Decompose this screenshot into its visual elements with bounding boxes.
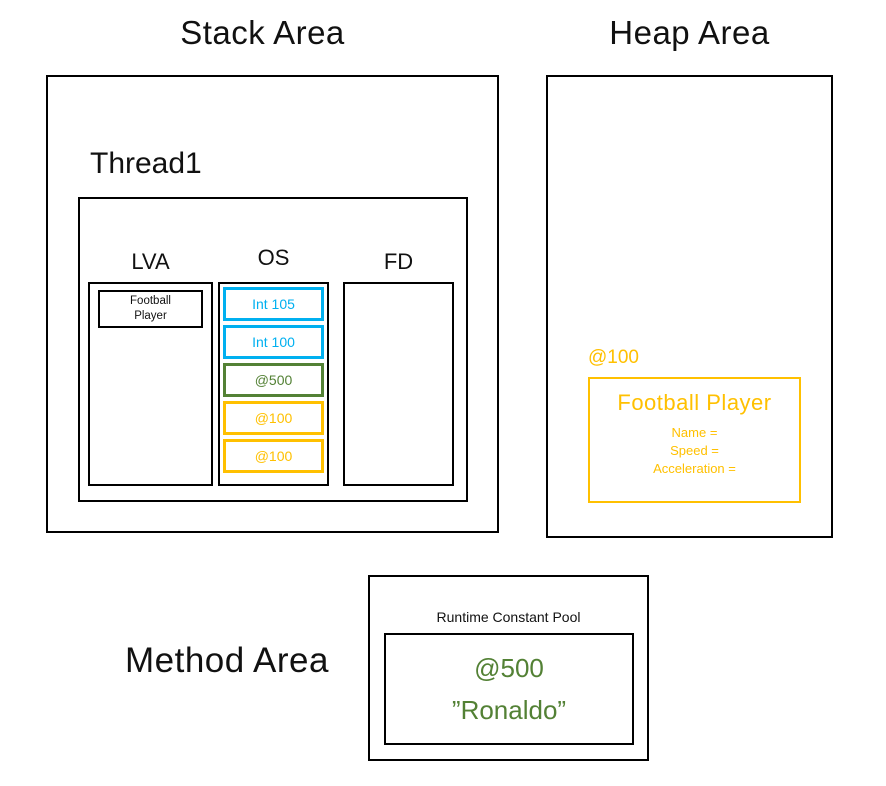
stack-area-title: Stack Area xyxy=(180,14,345,51)
operand-stack-entry: @100 xyxy=(223,439,324,473)
heap-area-title: Heap Area xyxy=(609,14,770,51)
thread-label: Thread1 xyxy=(90,147,202,180)
method-area-title: Method Area xyxy=(125,641,329,680)
constant-pool-address: @500 xyxy=(474,652,544,683)
operand-stack-entry: Int 105 xyxy=(223,287,324,321)
local-variable-array-box: Football Player xyxy=(88,282,213,486)
runtime-constant-pool-label: Runtime Constant Pool xyxy=(436,609,581,625)
lva-column-label: LVA xyxy=(131,249,170,274)
constant-pool-entry-box: @500 ”Ronaldo” xyxy=(384,633,634,745)
lva-slot-text-line2: Player xyxy=(134,310,167,322)
heap-object-field-acceleration: Acceleration = xyxy=(653,461,736,476)
heap-object-title: Football Player xyxy=(617,390,772,415)
heap-object-field-speed: Speed = xyxy=(670,443,719,458)
operand-stack-entry: Int 100 xyxy=(223,325,324,359)
heap-object-field-name: Name = xyxy=(671,425,718,440)
os-column-label: OS xyxy=(257,245,290,270)
fd-column-label: FD xyxy=(383,249,414,274)
lva-slot-text-line1: Football xyxy=(130,295,171,308)
heap-football-player-object: Football Player Name = Speed = Accelerat… xyxy=(588,377,801,503)
constant-pool-string-value: ”Ronaldo” xyxy=(451,694,567,725)
operand-stack-entry: @500 xyxy=(223,363,324,397)
runtime-constant-pool-box: Runtime Constant Pool @500 ”Ronaldo” xyxy=(368,575,649,761)
heap-object-fields: Name = Speed = Acceleration = xyxy=(590,424,799,478)
lva-football-player-slot: Football Player xyxy=(98,290,203,328)
frame-data-box xyxy=(343,282,454,486)
heap-object-address-label: @100 xyxy=(588,347,639,368)
operand-stack-box: Int 105 Int 100 @500 @100 @100 xyxy=(218,282,329,486)
operand-stack-entry: @100 xyxy=(223,401,324,435)
